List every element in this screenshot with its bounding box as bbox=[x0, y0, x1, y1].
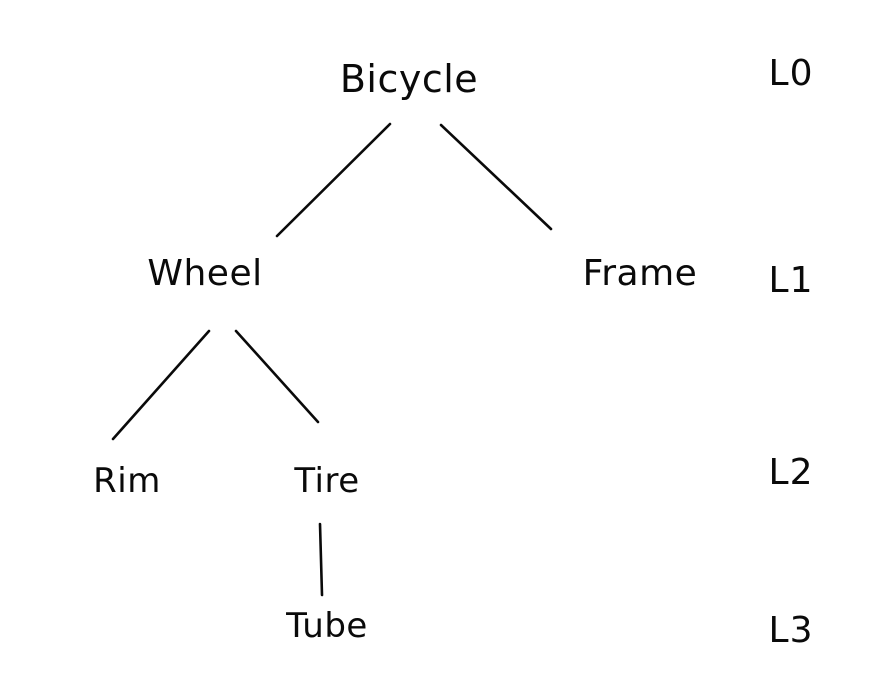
tree-node-tube[interactable]: Tube bbox=[286, 606, 368, 646]
level-label-l0: L0 bbox=[768, 53, 814, 94]
tree-edge-wheel-to-rim bbox=[111, 329, 211, 441]
tree-edge-tire-to-tube bbox=[318, 522, 324, 597]
level-label-l1: L1 bbox=[768, 260, 814, 301]
tree-edge-bicycle-to-wheel bbox=[275, 122, 392, 238]
tree-node-bicycle[interactable]: Bicycle bbox=[339, 57, 479, 101]
tree-node-frame[interactable]: Frame bbox=[582, 253, 698, 294]
tree-edges bbox=[111, 122, 553, 597]
tree-edge-wheel-to-tire bbox=[234, 329, 320, 424]
tree-node-wheel[interactable]: Wheel bbox=[147, 253, 263, 294]
tree-node-rim[interactable]: Rim bbox=[93, 461, 161, 501]
tree-edge-bicycle-to-frame bbox=[439, 123, 553, 231]
level-label-l3: L3 bbox=[768, 610, 814, 651]
tree-node-tire[interactable]: Tire bbox=[294, 461, 360, 501]
level-label-l2: L2 bbox=[768, 452, 814, 493]
